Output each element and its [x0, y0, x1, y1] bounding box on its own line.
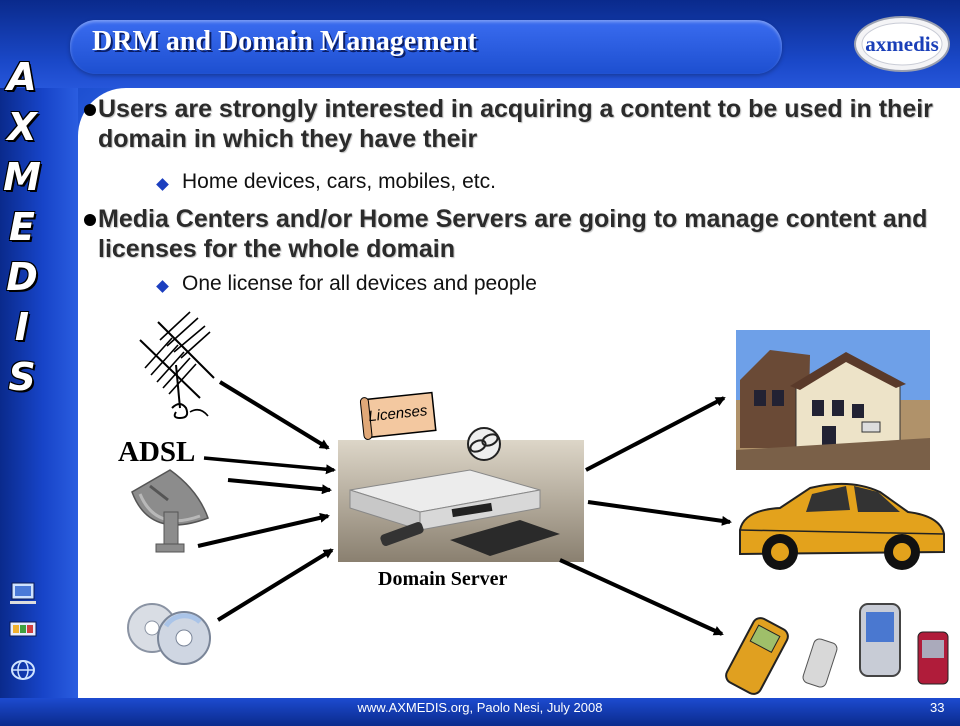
globe-icon — [11, 660, 35, 680]
house-icon — [736, 330, 930, 470]
mobile-devices-icon — [725, 603, 949, 695]
bullet-text: Users are strongly interested in acquiri… — [98, 95, 933, 153]
bullet-dot — [84, 214, 96, 226]
domain-server-label: Domain Server — [378, 568, 508, 590]
sub-bullet-text: One license for all devices and people — [182, 272, 537, 295]
media-icon — [9, 621, 37, 637]
satellite-dish-icon — [131, 469, 209, 553]
slide-title: DRM and Domain Management — [92, 26, 477, 57]
sub-bullet-text: Home devices, cars, mobiles, etc. — [182, 170, 496, 193]
logo-letter: D — [6, 255, 38, 299]
computer-icon — [10, 582, 36, 604]
left-frame-bar — [0, 0, 78, 726]
car-icon — [739, 482, 945, 570]
antenna-icon — [139, 311, 215, 420]
bottom-frame-bar — [0, 698, 960, 726]
vertical-logo: A X M E D I S — [2, 52, 42, 402]
logo-letter: M — [3, 155, 41, 199]
logo-letter: S — [8, 355, 36, 399]
bullet-text: Media Centers and/or Home Servers are go… — [98, 205, 928, 263]
logo-letter: A — [7, 55, 37, 99]
adsl-label: ADSL — [118, 436, 196, 468]
logo-letter: E — [9, 205, 35, 249]
licenses-scroll-icon: Licenses — [359, 391, 437, 440]
server-photo — [338, 440, 584, 562]
logo-text: axmedis — [865, 32, 939, 56]
axmedis-logo: axmedis — [854, 16, 950, 72]
bullet-dot — [84, 104, 96, 116]
licenses-label: Licenses — [368, 402, 429, 425]
cd-discs-icon — [127, 603, 211, 665]
page-number: 33 — [930, 700, 945, 715]
logo-letter: I — [14, 305, 30, 349]
logo-letter: X — [7, 105, 37, 149]
title-pill — [70, 20, 782, 74]
footer-text: www.AXMEDIS.org, Paolo Nesi, July 2008 — [357, 700, 603, 715]
key-icon — [467, 427, 501, 461]
